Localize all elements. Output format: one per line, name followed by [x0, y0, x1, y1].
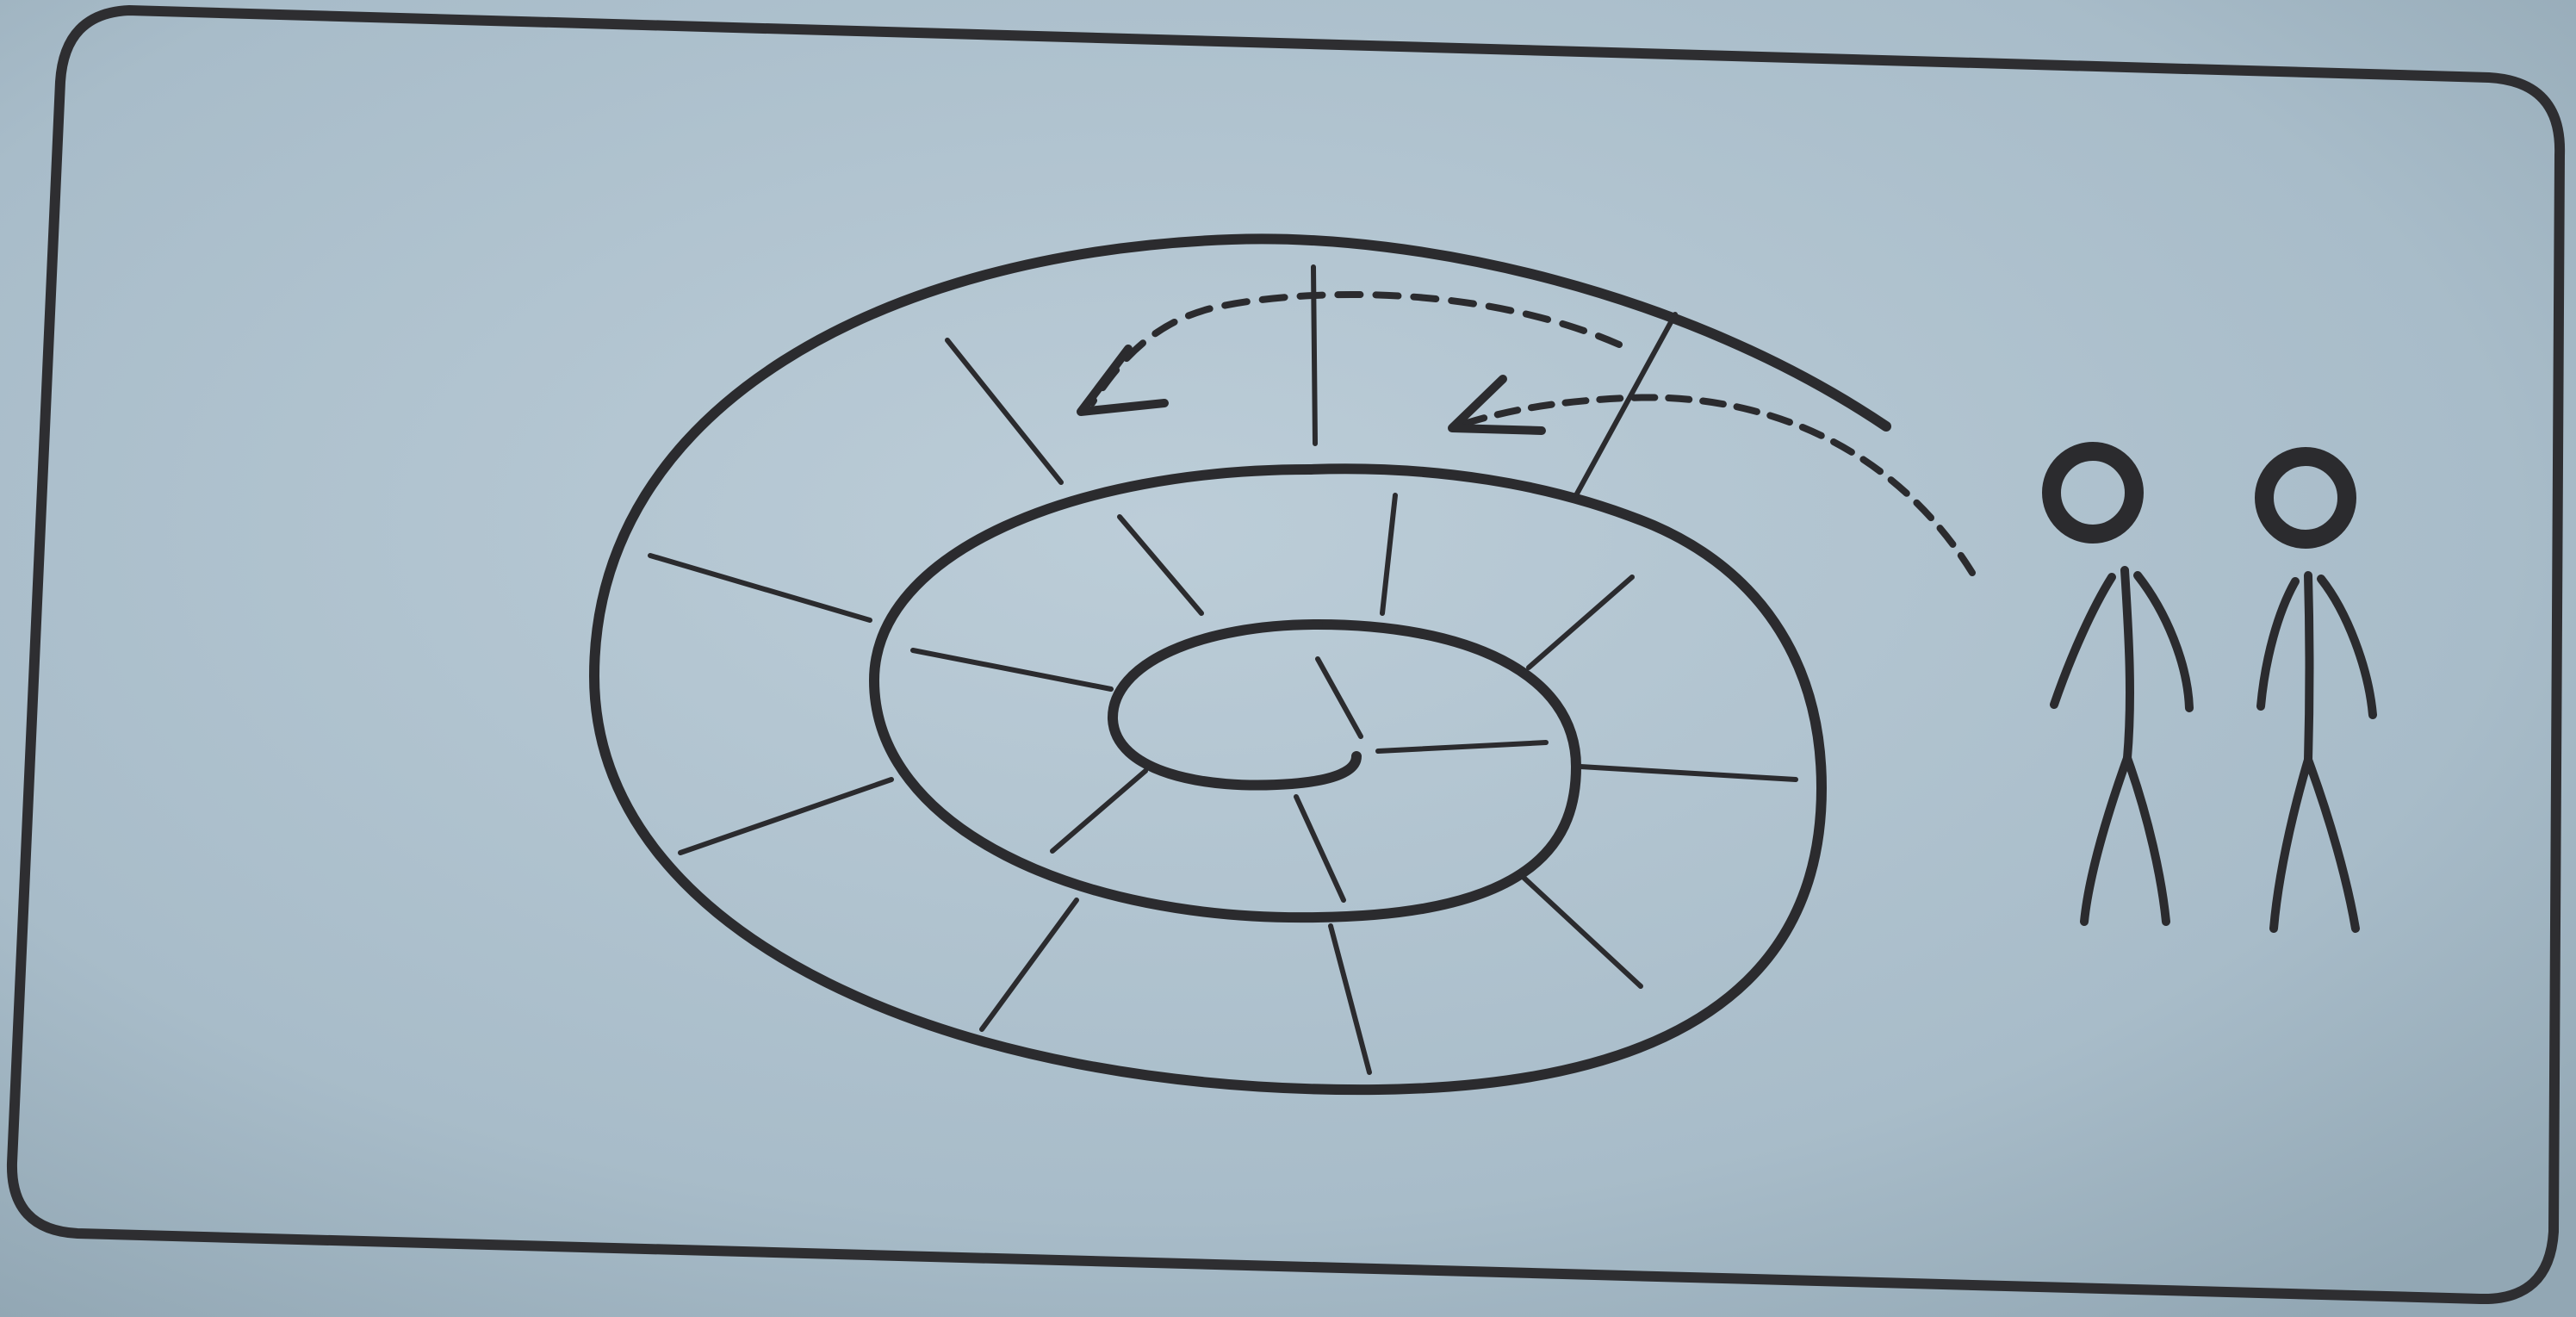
- spiral-path-illustration: [0, 0, 2576, 1317]
- paper-background: [0, 0, 2576, 1317]
- illustration-canvas: [0, 0, 2576, 1317]
